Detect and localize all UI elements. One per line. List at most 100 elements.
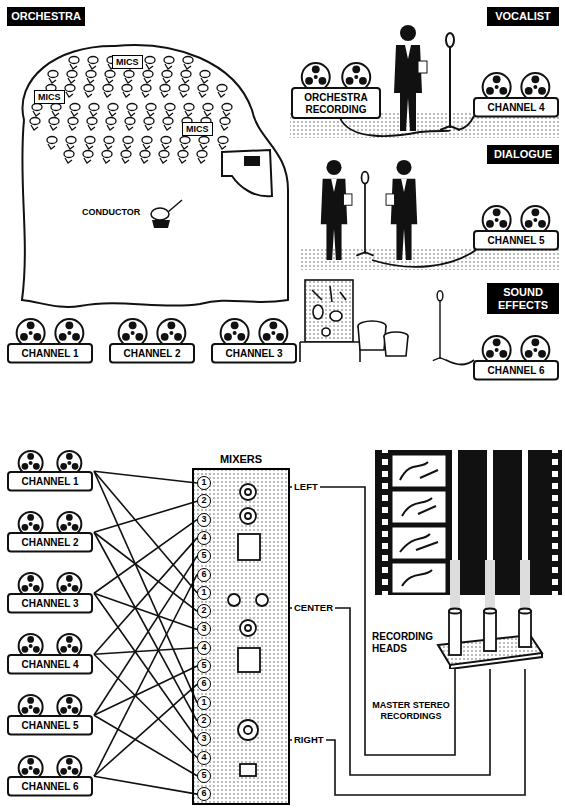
title-box: VOCALIST — [487, 7, 559, 26]
head — [519, 611, 531, 647]
reel-hole — [531, 338, 539, 346]
signal-wire — [94, 666, 197, 715]
reel-hole — [66, 453, 73, 460]
musician — [32, 104, 42, 111]
musician — [86, 144, 93, 149]
reel-hole — [66, 758, 73, 765]
reel-hub — [169, 331, 173, 335]
reel-hub — [67, 644, 71, 648]
recording-heads: RECORDING HEADS — [370, 605, 545, 669]
cable — [372, 250, 476, 267]
channel-label: CHANNEL 5 — [6, 720, 94, 732]
microphone-stand — [433, 291, 447, 361]
musician — [124, 71, 134, 78]
reel-hole — [60, 463, 67, 470]
musician — [52, 111, 59, 116]
musician — [105, 144, 112, 149]
tape-recorder: CHANNEL 1 — [6, 450, 94, 493]
musician — [164, 125, 171, 130]
tape-recorder: CHANNEL 2 — [108, 318, 196, 365]
reel-hole — [22, 524, 29, 531]
signal-wire — [94, 532, 197, 721]
musician — [179, 158, 186, 163]
reel-disc — [221, 319, 249, 347]
reel-hole — [27, 321, 35, 329]
mics-text: MICS — [38, 92, 61, 102]
musician — [87, 118, 97, 125]
mixer-panel-texture — [192, 468, 290, 805]
mixer-input: 2 — [197, 604, 211, 618]
musician — [103, 85, 113, 92]
reel-hole — [60, 707, 67, 714]
input-number: 1 — [198, 477, 210, 488]
musician — [223, 111, 230, 116]
musician — [89, 64, 96, 69]
reel-hole — [72, 524, 79, 531]
reel-hole — [493, 208, 501, 216]
reel-hub — [29, 644, 33, 648]
reel-disc — [521, 336, 549, 364]
reel-hole — [525, 220, 533, 228]
reel-hole — [33, 707, 40, 714]
cable — [446, 360, 474, 365]
reel-hole — [20, 333, 28, 341]
signal-wire — [290, 487, 455, 755]
musician — [141, 158, 148, 163]
input-number: 3 — [198, 514, 210, 525]
musician — [104, 92, 111, 97]
free-label: CONDUCTOR — [82, 207, 152, 218]
musician — [166, 111, 173, 116]
musician — [102, 151, 112, 158]
head-top — [484, 609, 496, 614]
mixer-panel: MIXERS123456123456123456 — [192, 468, 290, 805]
reel-hub — [495, 85, 499, 89]
mixer-input: 6 — [197, 568, 211, 582]
reel-hole — [66, 575, 73, 582]
mixer-input: 1 — [197, 696, 211, 710]
reel-hole — [60, 524, 67, 531]
musician — [69, 125, 76, 130]
musician — [106, 78, 113, 83]
mixer-input: 5 — [197, 769, 211, 783]
reel-hole — [27, 758, 34, 765]
reel-hole — [237, 333, 245, 341]
musician — [222, 104, 232, 111]
piano-keys — [244, 156, 260, 166]
mixer-input: 2 — [197, 714, 211, 728]
reel-hole — [22, 585, 29, 592]
mics-text: MICS — [186, 124, 209, 134]
conductor — [151, 200, 182, 228]
input-number: 2 — [198, 605, 210, 616]
musician — [128, 111, 135, 116]
musician — [85, 92, 92, 97]
musician — [197, 151, 207, 158]
cable — [458, 116, 474, 130]
musician — [143, 71, 153, 78]
reel-hole — [66, 636, 73, 643]
reel-hole — [66, 697, 73, 704]
tape-recorder: CHANNEL 5 — [6, 694, 94, 737]
microphone-stand — [356, 172, 373, 256]
reel-hole — [22, 463, 29, 470]
reel-hole — [499, 87, 507, 95]
reel-hole — [72, 585, 79, 592]
signal-wire — [290, 608, 490, 775]
reel-hole — [231, 321, 239, 329]
reel-hole — [499, 350, 507, 358]
reel-hole — [538, 220, 546, 228]
musician — [140, 151, 150, 158]
signal-wire — [94, 776, 197, 794]
musician — [83, 151, 93, 158]
input-number: 6 — [198, 678, 210, 689]
input-number: 3 — [198, 623, 210, 634]
musician — [161, 137, 171, 144]
musician — [47, 137, 57, 144]
channel-label: CHANNEL 4 — [6, 659, 94, 671]
musician — [147, 111, 154, 116]
reel-hole — [167, 321, 175, 329]
musician — [33, 111, 40, 116]
reel-hole — [486, 87, 494, 95]
musician — [122, 85, 132, 92]
reel-hub — [233, 331, 237, 335]
